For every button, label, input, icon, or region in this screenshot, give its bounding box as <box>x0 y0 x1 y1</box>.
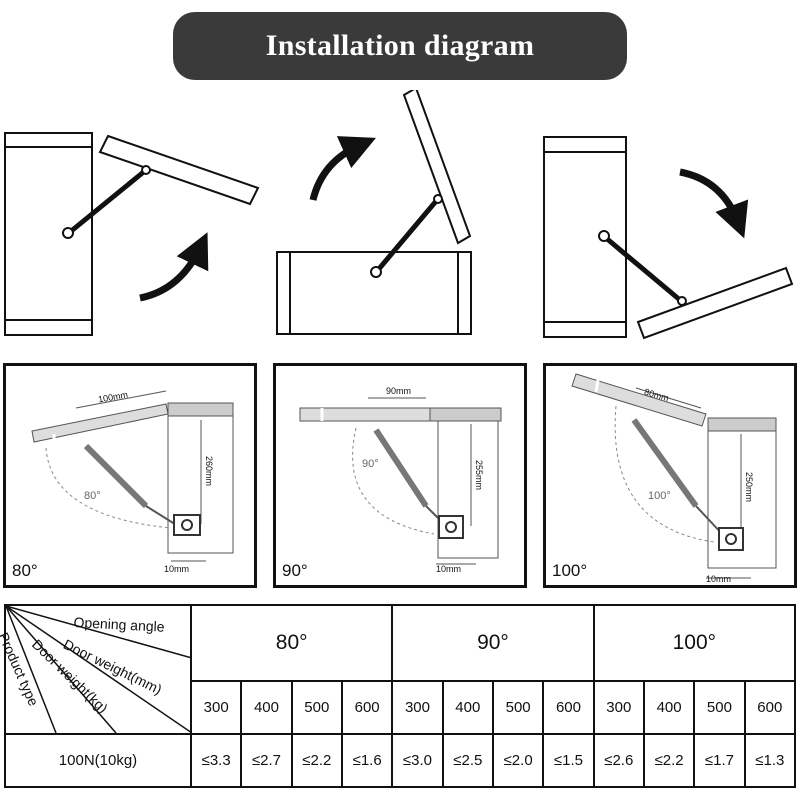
cabinet-side-closing-right <box>543 136 794 340</box>
angle-header-80: 80° <box>189 604 394 682</box>
width-cell: 300 <box>391 680 444 735</box>
width-cell: 500 <box>491 680 545 735</box>
panel-80-arc-label: 80° <box>84 490 101 502</box>
panel-80: 100mm 260mm 80° 10mm 80° <box>3 363 257 588</box>
panel-80-drawing <box>31 390 234 562</box>
width-cell: 600 <box>542 680 595 735</box>
width-cell: 400 <box>240 680 293 735</box>
panel-100-arc-label: 100° <box>648 490 671 502</box>
close-arrow-right <box>679 168 749 239</box>
weight-value-cell: ≤2.2 <box>642 733 696 788</box>
weight-value-cell: ≤1.3 <box>743 733 797 788</box>
panel-100-drawing <box>571 373 777 579</box>
panel-90-width: 90mm <box>386 386 412 396</box>
width-cell: 500 <box>693 680 746 735</box>
weight-value-cell: ≤2.5 <box>441 733 494 788</box>
angle-header-100: 100° <box>592 604 797 682</box>
weight-value-cell: ≤2.6 <box>592 733 645 788</box>
open-arrow-middle <box>309 136 376 201</box>
weight-value-cell: ≤2.2 <box>290 733 343 788</box>
panel-90-angle: 90° <box>282 561 308 580</box>
diagram-title: Installation diagram <box>265 29 535 62</box>
product-type-cell: 100N(10kg) <box>4 733 192 788</box>
panel-90-bottom: 10mm <box>436 564 462 574</box>
panel-100: 80mm 250mm 100° 10mm 100° <box>543 363 797 588</box>
angle-header-90: 90° <box>391 604 595 682</box>
width-cell: 400 <box>441 680 494 735</box>
weight-value-cell: ≤1.5 <box>542 733 595 788</box>
panel-90-arc-label: 90° <box>362 458 379 470</box>
weight-value-cell: ≤3.3 <box>189 733 243 788</box>
panel-90: 90mm 255mm 90° 10mm 90° <box>273 363 527 588</box>
width-cell: 400 <box>642 680 696 735</box>
panel-90-height: 255mm <box>474 459 485 491</box>
weight-value-cell: ≤2.7 <box>240 733 293 788</box>
table-corner: Opening angle Door weight(mm) Door weigh… <box>0 604 192 735</box>
width-cell: 500 <box>290 680 343 735</box>
panel-100-angle: 100° <box>552 561 588 580</box>
panel-100-height: 250mm <box>744 471 755 503</box>
spec-table: Opening angle Door weight(mm) Door weigh… <box>0 604 797 788</box>
panel-100-bottom: 10mm <box>706 574 732 584</box>
width-cell: 600 <box>743 680 797 735</box>
cabinet-side-open-left <box>4 132 260 336</box>
panel-90-drawing <box>299 397 502 565</box>
weight-value-cell: ≤1.7 <box>693 733 746 788</box>
panel-80-bottom: 10mm <box>164 564 190 574</box>
weight-value-cell: ≤2.0 <box>491 733 545 788</box>
width-cell: 600 <box>340 680 394 735</box>
corner-diagonals <box>6 606 192 733</box>
cabinet-lid-open-middle <box>276 90 472 335</box>
title-banner: Installation diagram <box>173 12 627 80</box>
width-cell: 300 <box>592 680 645 735</box>
width-cell: 300 <box>189 680 243 735</box>
cabinet-illustrations <box>4 90 794 340</box>
open-arrow-left <box>139 232 209 302</box>
panel-80-height: 260mm <box>204 455 215 487</box>
weight-value-cell: ≤3.0 <box>391 733 444 788</box>
weight-value-cell: ≤1.6 <box>340 733 394 788</box>
panel-80-angle: 80° <box>12 561 38 580</box>
